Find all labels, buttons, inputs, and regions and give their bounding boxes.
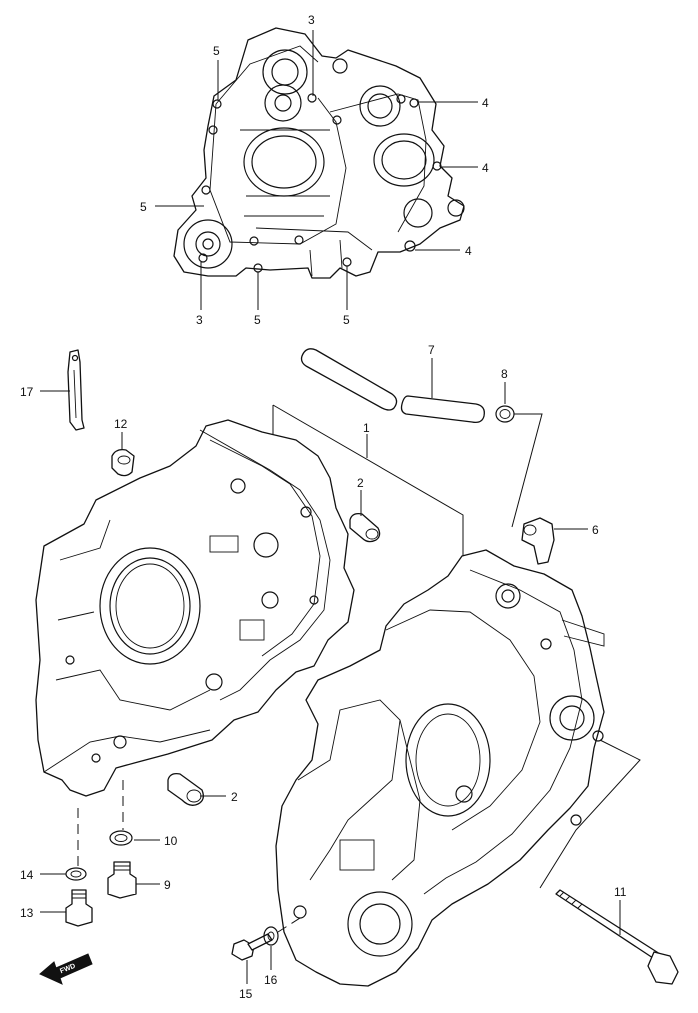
callout-4-b: 4 — [482, 161, 489, 175]
fwd-arrow-icon: FWD — [39, 953, 93, 985]
union-joint-part-6 — [521, 517, 555, 565]
cap-part-12 — [111, 448, 135, 477]
plug-bolt-part-9 — [107, 861, 137, 899]
callout-14: 14 — [20, 868, 34, 882]
callout-10: 10 — [164, 834, 178, 848]
callout-11: 11 — [614, 885, 627, 899]
callout-12: 12 — [114, 417, 128, 431]
callout-4-c: 4 — [465, 244, 472, 258]
callout-3-top: 3 — [308, 13, 315, 27]
callout-6: 6 — [592, 523, 599, 537]
dowel-pin-part-2-top — [349, 512, 381, 543]
callout-5-bottom-a: 5 — [254, 313, 261, 327]
callout-16: 16 — [264, 973, 278, 987]
callout-3-bottom: 3 — [196, 313, 203, 327]
breather-hose-part-7 — [300, 348, 485, 424]
callout-2-top: 2 — [357, 476, 364, 490]
bolt-part-11 — [555, 889, 679, 985]
top-leader-lines — [155, 30, 478, 310]
callout-5-top: 5 — [213, 44, 220, 58]
washer-part-16 — [263, 926, 279, 946]
clamp-part-8 — [495, 405, 515, 423]
callout-4-a: 4 — [482, 96, 489, 110]
bolt-part-15 — [231, 933, 273, 961]
callout-1: 1 — [363, 421, 370, 435]
left-crankcase-half — [35, 419, 355, 797]
callout-7: 7 — [428, 343, 435, 357]
callout-labels: 3 5 4 4 5 4 3 5 5 17 7 8 12 1 2 6 2 10 1… — [20, 13, 627, 1001]
callout-9: 9 — [164, 878, 171, 892]
gasket-part-10 — [109, 830, 133, 846]
callout-5-bottom-b: 5 — [343, 313, 350, 327]
right-crankcase-half — [275, 549, 605, 987]
washer-part-14 — [65, 867, 87, 881]
callout-15: 15 — [239, 987, 253, 1001]
callout-2-bottom: 2 — [231, 790, 238, 804]
callout-17: 17 — [20, 385, 34, 399]
callout-13: 13 — [20, 906, 34, 920]
dowel-pin-part-2-bottom — [167, 772, 204, 806]
drain-bolt-part-13 — [65, 889, 93, 927]
callout-8: 8 — [501, 367, 508, 381]
crankcase-inner-view — [173, 27, 465, 279]
callout-5-left: 5 — [140, 200, 147, 214]
clip-part-17 — [67, 349, 85, 431]
